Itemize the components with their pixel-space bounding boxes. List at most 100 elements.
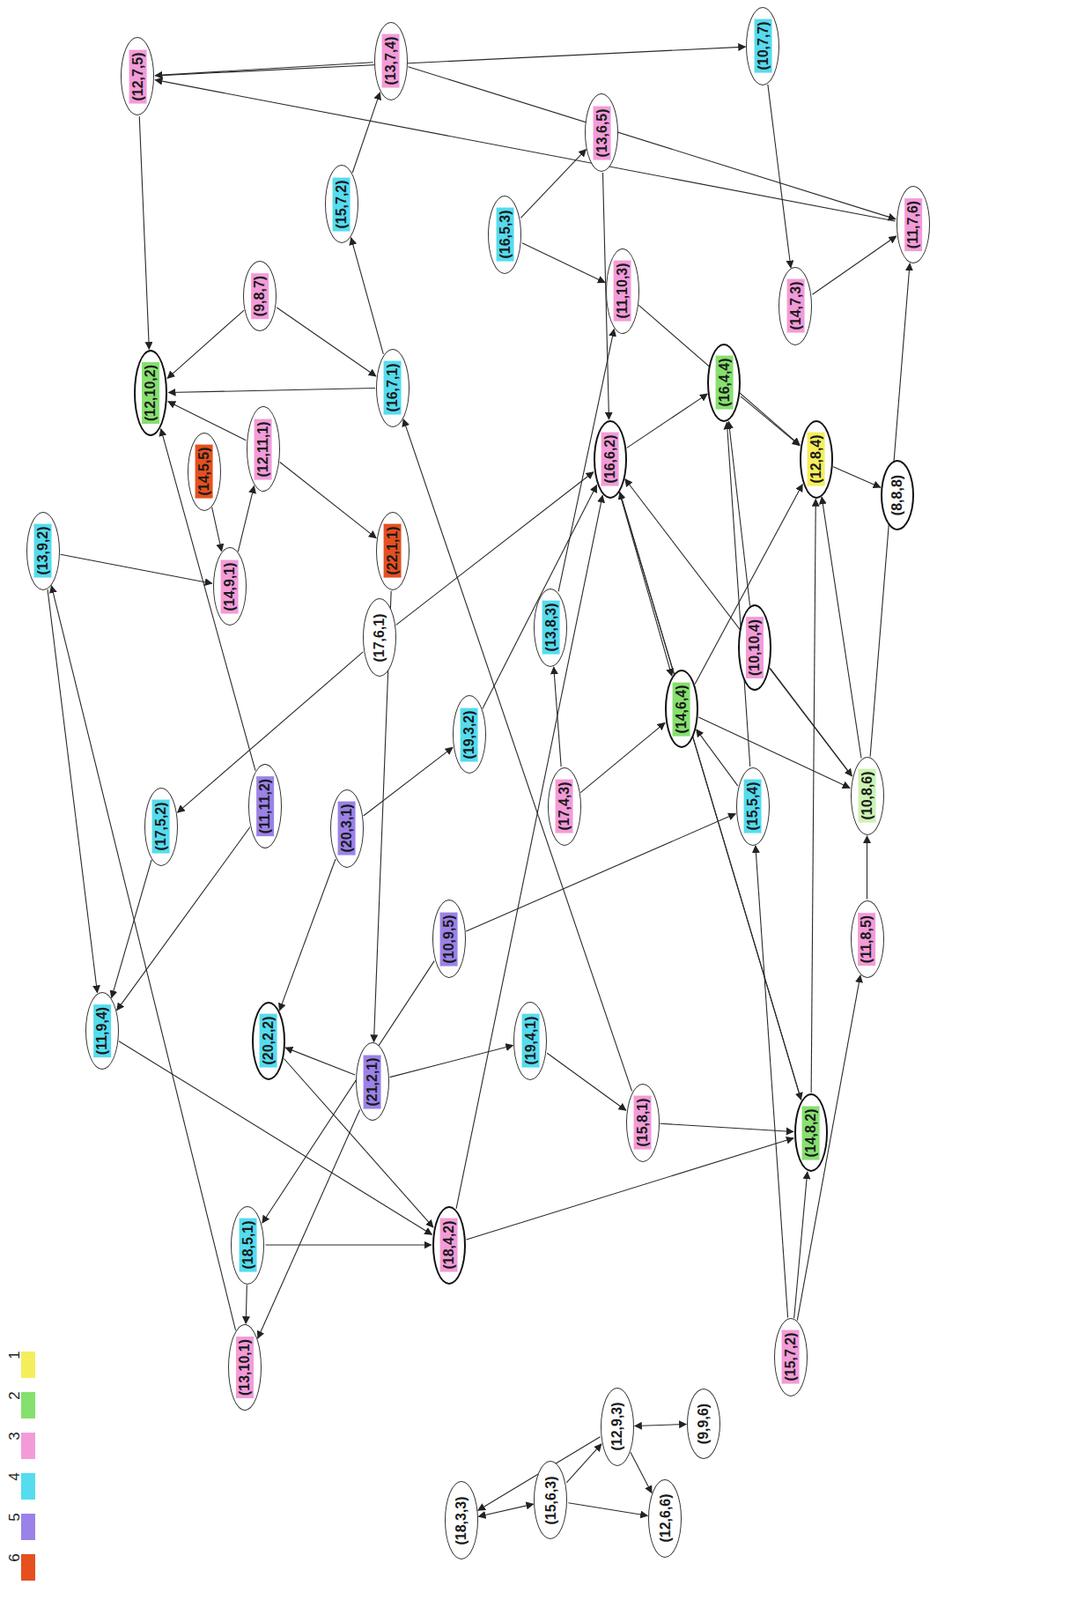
transition-arrow <box>728 420 750 606</box>
state-label: (13,7,4) <box>382 34 400 89</box>
state-label: (16,5,3) <box>495 207 514 262</box>
state-ellipse: (14,9,1) <box>213 546 247 626</box>
transition-arrow <box>265 1243 431 1245</box>
legend-swatch <box>21 1391 36 1418</box>
transition-arrow <box>580 722 665 792</box>
transition-arrow <box>245 1284 247 1323</box>
transition-arrow <box>625 479 852 776</box>
state-label: (16,6,2) <box>601 432 620 487</box>
state-label: (21,2,1) <box>363 1054 382 1108</box>
state-label: (15,5,4) <box>744 778 762 833</box>
transition-arrow <box>811 499 816 1093</box>
state-ellipse: (14,6,4) <box>664 669 699 748</box>
transition-arrow <box>352 92 380 173</box>
state-label: (14,9,1) <box>221 559 239 613</box>
state-label: (10,8,6) <box>858 768 877 823</box>
state-label: (11,11,2) <box>256 775 274 836</box>
state-ellipse: (13,6,5) <box>584 93 619 172</box>
transition-arrow <box>767 84 791 268</box>
state-label: (18,3,3) <box>452 1492 471 1547</box>
state-label: (22,1,1) <box>383 523 402 578</box>
state-label: (14,5,5) <box>195 444 214 499</box>
transition-arrow <box>280 462 377 539</box>
transition-arrow <box>740 396 800 446</box>
state-label: (12,9,3) <box>608 1399 627 1454</box>
transition-arrow <box>755 845 789 1318</box>
state-label: (18,4,2) <box>440 1217 458 1271</box>
transition-arrow <box>568 1502 648 1515</box>
state-label: (17,4,3) <box>555 778 574 833</box>
transition-arrow <box>696 729 738 786</box>
transition-arrow <box>60 553 213 583</box>
transition-arrow <box>154 80 895 222</box>
state-label: (9,9,6) <box>694 1400 713 1447</box>
transition-arrow <box>619 492 802 1100</box>
transition-arrow <box>866 835 868 900</box>
state-label: (11,9,4) <box>93 1003 111 1057</box>
state-ellipse: (14,8,2) <box>794 1092 828 1172</box>
transition-arrow <box>522 243 606 283</box>
state-ellipse: (18,3,3) <box>444 1480 479 1559</box>
transition-arrow <box>482 485 598 709</box>
state-label: (16,7,1) <box>383 361 402 415</box>
transition-arrow <box>794 1171 808 1318</box>
state-ellipse: (22,1,1) <box>376 511 410 591</box>
transition-arrow <box>465 1137 794 1240</box>
state-ellipse: (16,5,3) <box>487 195 522 274</box>
state-ellipse: (10,10,4) <box>737 604 772 691</box>
state-ellipse: (10,9,5) <box>432 899 466 978</box>
state-ellipse: (12,7,5) <box>120 36 155 116</box>
state-ellipse: (13,7,4) <box>374 22 408 101</box>
state-label: (20,3,1) <box>338 801 356 856</box>
state-ellipse: (15,5,4) <box>736 767 770 846</box>
transition-arrow <box>276 307 377 377</box>
transition-arrow <box>726 421 750 767</box>
state-label: (14,6,4) <box>672 681 691 736</box>
transition-arrow <box>258 1108 361 1338</box>
transition-arrow <box>870 263 910 757</box>
state-label: (10,7,7) <box>753 19 772 74</box>
transition-arrow <box>167 309 244 378</box>
transition-arrow <box>630 1451 652 1492</box>
transition-arrow <box>698 716 850 788</box>
state-ellipse: (17,6,1) <box>362 597 397 677</box>
state-ellipse: (18,5,1) <box>230 1205 265 1284</box>
state-ellipse: (20,2,2) <box>251 1001 286 1080</box>
state-label: (15,7,2) <box>782 1329 800 1384</box>
transition-arrow <box>396 472 594 626</box>
transition-arrow <box>833 466 881 488</box>
transition-arrow <box>821 496 862 758</box>
transition-arrow <box>478 1503 533 1516</box>
transition-arrow <box>139 116 149 349</box>
transition-arrow <box>796 974 861 1320</box>
state-label: (13,10,1) <box>236 1335 254 1398</box>
state-ellipse: (13,10,1) <box>228 1323 262 1410</box>
state-ellipse: (11,11,2) <box>248 763 282 849</box>
state-label: (16,4,4) <box>715 355 733 410</box>
state-label: (10,9,5) <box>440 911 458 966</box>
legend-swatch <box>21 1431 36 1459</box>
state-label: (11,8,5) <box>858 911 877 965</box>
transition-arrow <box>566 1443 602 1483</box>
legend-swatch <box>21 1553 36 1580</box>
state-label: (19,4,1) <box>521 1013 539 1068</box>
state-ellipse: (8,8,8) <box>880 459 915 531</box>
transition-arrow <box>168 388 376 393</box>
transition-arrow <box>262 960 435 1223</box>
state-ellipse: (12,6,6) <box>648 1478 682 1558</box>
state-label: (13,9,2) <box>34 523 52 578</box>
transition-arrow <box>627 393 709 448</box>
state-label: (11,7,6) <box>904 198 923 251</box>
state-label: (17,6,1) <box>370 610 389 665</box>
transition-arrow <box>111 859 152 997</box>
state-ellipse: (16,7,1) <box>376 348 410 428</box>
state-ellipse: (17,4,3) <box>547 767 582 846</box>
state-ellipse: (10,8,6) <box>850 756 885 835</box>
legend-swatch <box>21 1350 36 1378</box>
state-label: (13,6,5) <box>592 105 611 160</box>
state-label: (12,11,1) <box>254 418 273 480</box>
state-label: (11,10,3) <box>613 260 632 322</box>
transition-arrow <box>456 494 603 1209</box>
state-ellipse: (16,6,2) <box>593 420 628 499</box>
transition-arrow <box>351 237 384 355</box>
